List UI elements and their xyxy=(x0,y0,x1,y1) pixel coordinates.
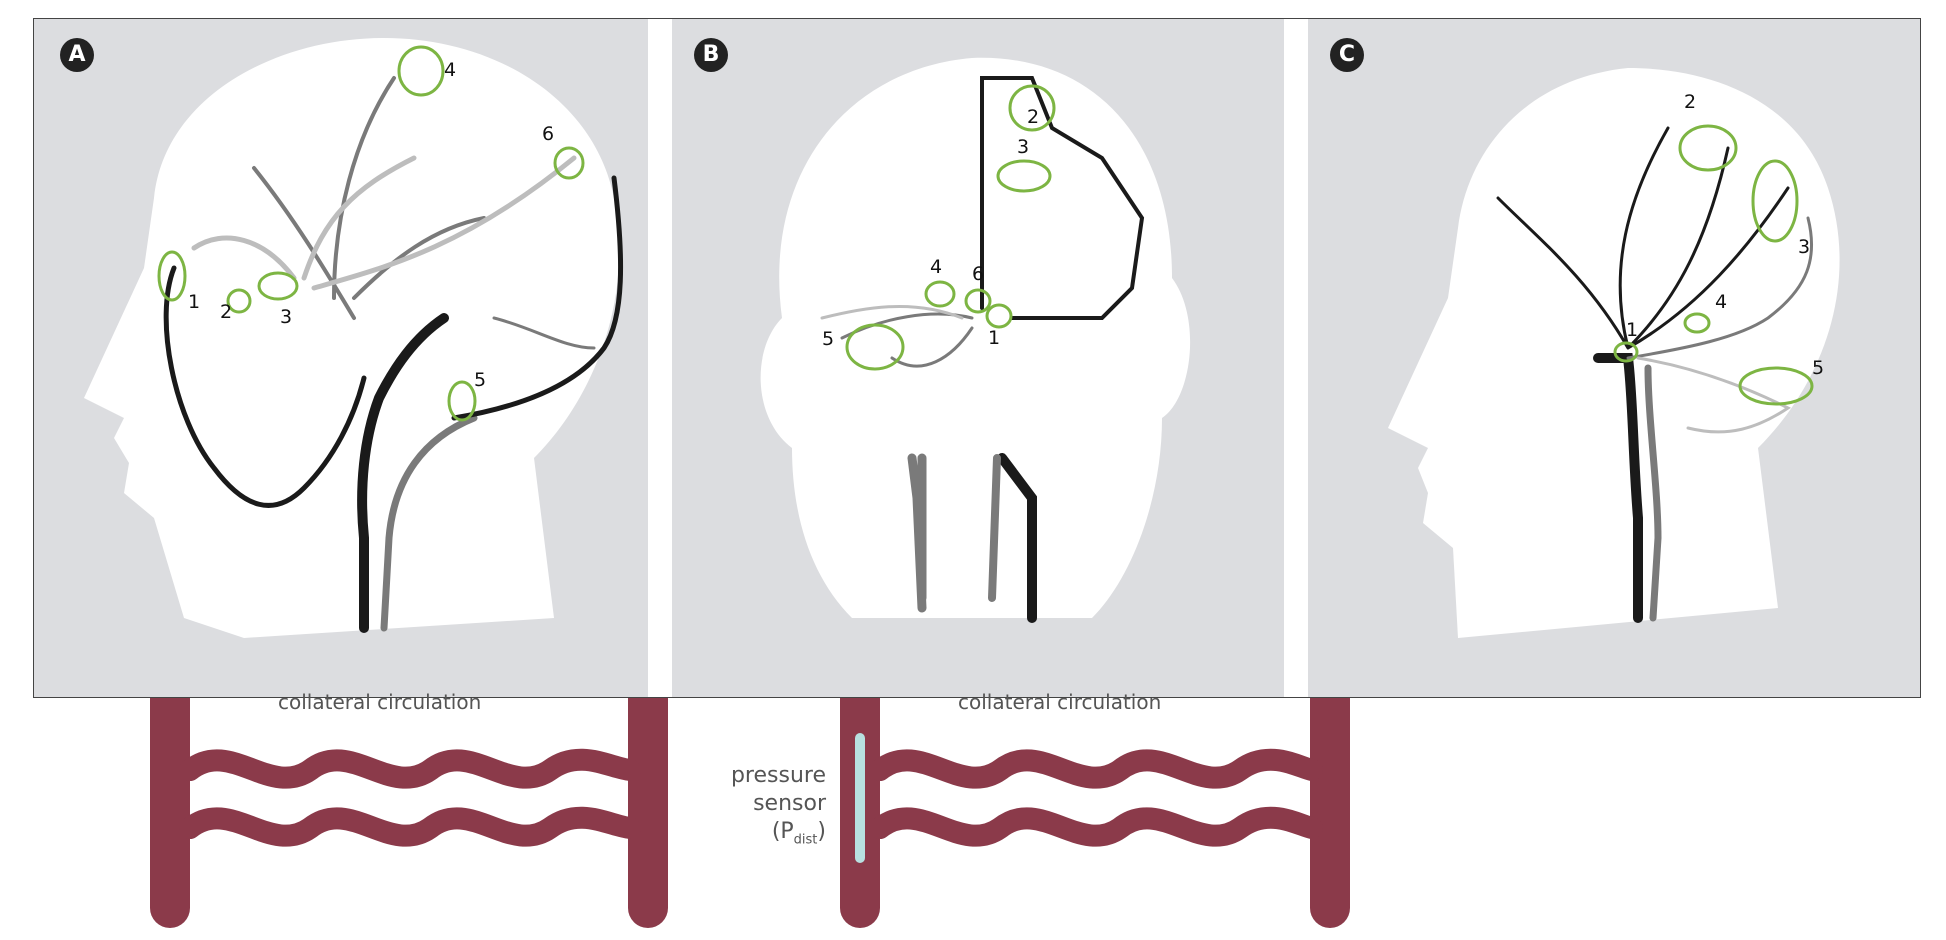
pressure-sensor-line3: (Pdist) xyxy=(771,819,826,848)
marker-a-6: 6 xyxy=(542,123,554,145)
marker-a-2: 2 xyxy=(220,301,232,323)
marker-c-5: 5 xyxy=(1812,357,1824,379)
head-silhouette-a xyxy=(84,38,620,638)
collateral-caption-right: collateral circulation xyxy=(958,690,1162,714)
panel-a: 1 2 3 4 5 6 A xyxy=(34,18,648,698)
marker-b-1: 1 xyxy=(988,327,1000,349)
marker-a-5: 5 xyxy=(474,369,486,391)
panel-c-badge: C xyxy=(1330,38,1364,72)
marker-a-1: 1 xyxy=(188,291,200,313)
collateral-illustration xyxy=(150,698,1350,928)
pressure-sensor-label: pressure sensor (Pdist) xyxy=(716,762,826,854)
panel-a-badge: A xyxy=(60,38,94,72)
panel-b-badge: B xyxy=(694,38,728,72)
head-silhouette-b xyxy=(760,57,1191,619)
panel-c-illustration: 2 3 4 1 5 xyxy=(1388,68,1840,638)
marker-c-2: 2 xyxy=(1684,91,1696,113)
marker-b-5: 5 xyxy=(822,328,834,350)
marker-a-4: 4 xyxy=(444,59,456,81)
marker-c-1: 1 xyxy=(1626,319,1638,341)
marker-c-4: 4 xyxy=(1715,291,1727,313)
marker-b-3: 3 xyxy=(1017,136,1029,158)
panel-a-illustration: 1 2 3 4 5 6 xyxy=(84,38,624,638)
marker-b-6: 6 xyxy=(972,263,984,285)
collateral-caption-left: collateral circulation xyxy=(278,690,482,714)
panel-b-illustration: 2 3 4 6 5 1 xyxy=(760,57,1191,623)
marker-c-3: 3 xyxy=(1798,236,1810,258)
panel-c: 2 3 4 1 5 C xyxy=(1308,18,1920,698)
marker-a-3: 3 xyxy=(280,306,292,328)
panel-b: 2 3 4 6 5 1 B xyxy=(672,18,1284,698)
marker-b-4: 4 xyxy=(930,256,942,278)
marker-b-2: 2 xyxy=(1027,106,1039,128)
pressure-sensor-line1: pressure xyxy=(730,763,826,788)
pressure-sensor-line2: sensor xyxy=(753,791,826,816)
